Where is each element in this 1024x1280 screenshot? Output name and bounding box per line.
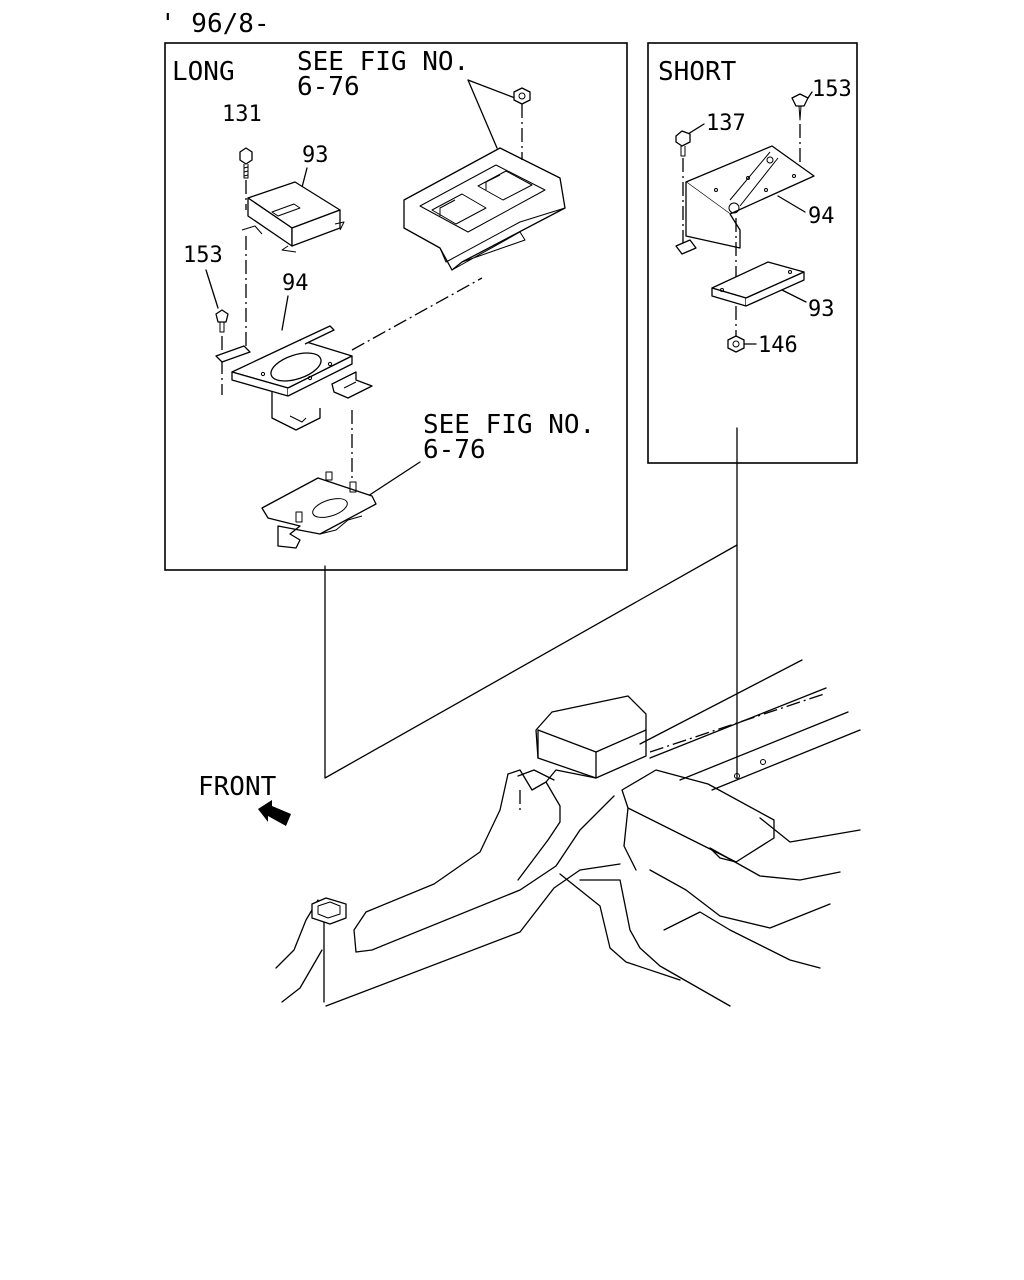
bolt-137-icon	[675, 130, 691, 157]
long-panel-title: LONG	[172, 57, 235, 87]
front-arrow-icon	[258, 800, 291, 826]
controller-93	[241, 181, 345, 253]
see-fig-top-line1: SEE FIG NO.	[297, 47, 469, 77]
end-bracket	[311, 897, 347, 925]
vehicle-floor	[275, 659, 861, 1007]
callout-146: 146	[758, 333, 798, 358]
date-code: ' 96/8-	[160, 9, 270, 39]
screw-153-long-icon	[215, 309, 229, 333]
short-panel: SHORT 153 137 94 93	[647, 42, 858, 464]
callout-94-long: 94	[282, 271, 309, 296]
short-panel-frame	[647, 42, 858, 464]
floor-plate	[261, 471, 377, 549]
callout-93-short: 93	[808, 297, 835, 322]
see-fig-bottom-line2: 6-76	[423, 435, 486, 465]
connector-lines	[324, 427, 738, 779]
front-label: FRONT	[198, 772, 277, 802]
controller-93-short	[711, 261, 805, 307]
long-panel: LONG SEE FIG NO. 6-76 131 9	[164, 42, 628, 571]
long-panel-frame	[164, 42, 628, 571]
callout-153-short: 153	[812, 77, 852, 102]
callout-137: 137	[706, 111, 746, 136]
bracket-94-short	[675, 145, 815, 255]
callout-131: 131	[222, 102, 262, 127]
callout-93: 93	[302, 143, 329, 168]
console-cover	[403, 147, 566, 271]
see-fig-bottom-line1: SEE FIG NO.	[423, 410, 595, 440]
screw-153-short-icon	[791, 93, 809, 121]
see-fig-top-line2: 6-76	[297, 72, 360, 102]
callout-94-short: 94	[808, 204, 835, 229]
short-panel-title: SHORT	[658, 57, 737, 87]
nut-146-icon	[727, 335, 745, 353]
callout-153-long: 153	[183, 243, 223, 268]
console-nut-icon	[513, 87, 531, 105]
bolt-131-icon	[239, 147, 253, 179]
bracket-94-long	[215, 325, 373, 431]
